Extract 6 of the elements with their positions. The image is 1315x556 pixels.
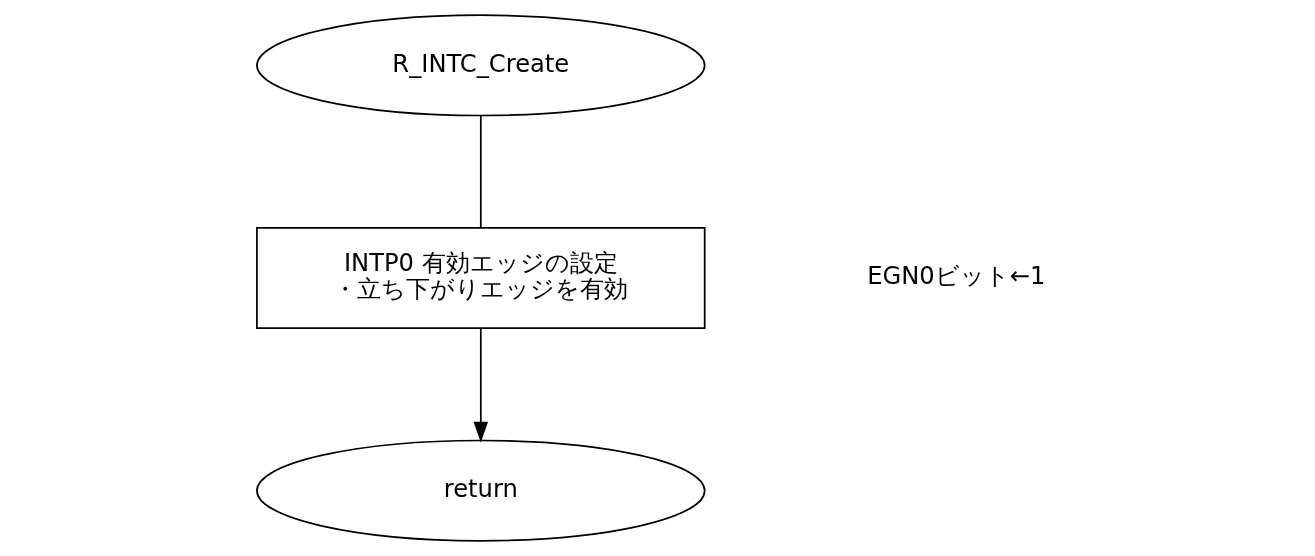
arrow (473, 327, 488, 443)
connector (479, 114, 482, 229)
node-box: INTP0 有効エッジの設定 ・立ち下がりエッジを有効 (255, 227, 706, 329)
node-ellipse: return (255, 439, 706, 542)
node-ellipse: R_INTC_Create (255, 14, 706, 117)
label: EGN0ビット←1 (866, 262, 1045, 291)
